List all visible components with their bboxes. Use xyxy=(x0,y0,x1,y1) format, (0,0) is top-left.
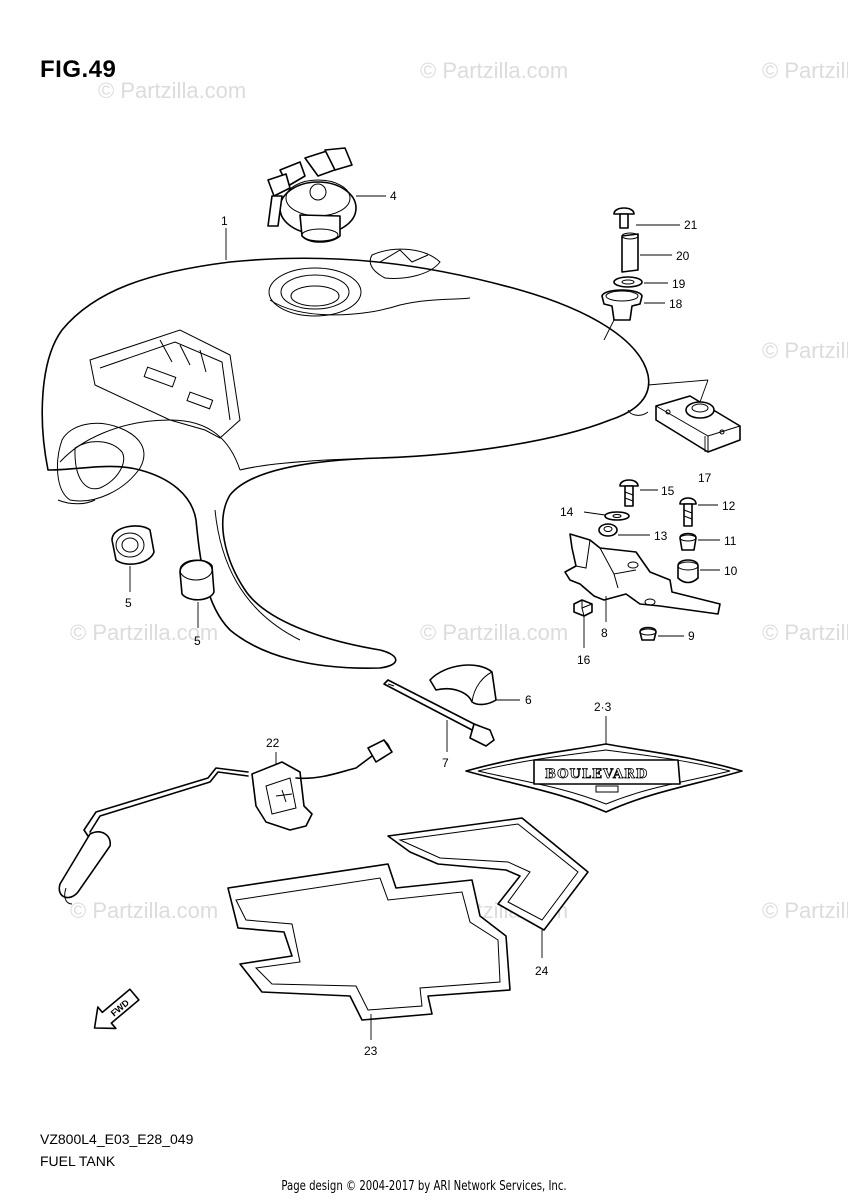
bolt-15[interactable] xyxy=(619,479,639,507)
bracket-8[interactable] xyxy=(564,533,721,615)
callout-22[interactable]: 22 xyxy=(266,736,280,750)
seal-24[interactable] xyxy=(387,817,589,931)
cushion-right[interactable] xyxy=(179,559,215,601)
callout-18[interactable]: 18 xyxy=(669,297,683,311)
figure-title: FIG.49 xyxy=(40,56,117,83)
callout-1[interactable]: 1 xyxy=(221,214,228,228)
watermark: © Partzilla.com xyxy=(762,338,848,363)
callout-24[interactable]: 24 xyxy=(535,964,549,978)
cushion-10[interactable] xyxy=(677,559,699,584)
callout-7[interactable]: 7 xyxy=(442,756,449,770)
mount-rubber-17[interactable] xyxy=(655,395,741,453)
watermark: © Partzilla.com xyxy=(762,898,848,923)
leader-line xyxy=(647,379,709,386)
model-code: VZ800L4_E03_E28_049 xyxy=(40,1131,194,1147)
insulator-pad-23[interactable] xyxy=(227,863,511,1021)
leader-line xyxy=(699,379,709,403)
fuel-cap-with-keys[interactable] xyxy=(267,147,357,243)
watermark: © Partzilla.com xyxy=(98,78,246,103)
callout-19[interactable]: 19 xyxy=(672,277,686,291)
callout-14[interactable]: 14 xyxy=(560,505,574,519)
callout-4[interactable]: 4 xyxy=(390,189,397,203)
nut-16[interactable] xyxy=(573,599,593,617)
callout-16[interactable]: 16 xyxy=(577,653,591,667)
callout-23[interactable]: 23 xyxy=(364,1044,378,1058)
washer-14[interactable] xyxy=(604,511,630,521)
cable-tie-7[interactable] xyxy=(383,679,495,747)
emblem-boulevard[interactable]: BOULEVARD xyxy=(465,743,743,813)
callout-8[interactable]: 8 xyxy=(601,626,608,640)
cushion-left[interactable] xyxy=(111,525,155,565)
cover-6[interactable] xyxy=(429,664,497,706)
forward-direction-arrow: FWD xyxy=(93,988,140,1030)
bolt-21[interactable] xyxy=(613,207,635,229)
bolt-9[interactable] xyxy=(639,626,657,641)
grommet-13[interactable] xyxy=(598,523,618,537)
callout-10[interactable]: 10 xyxy=(724,564,738,578)
collar-20[interactable] xyxy=(621,232,639,273)
leader-line xyxy=(603,319,615,341)
watermark: © Partzilla.com xyxy=(762,620,848,645)
emblem-text: BOULEVARD xyxy=(545,767,648,782)
callout-15[interactable]: 15 xyxy=(661,484,675,498)
bolt-12[interactable] xyxy=(679,497,697,527)
callout-5-right[interactable]: 5 xyxy=(194,634,201,648)
watermark: © Partzilla.com xyxy=(420,620,568,645)
watermark: © Partzilla.com xyxy=(70,620,218,645)
watermark: © Partzilla.com xyxy=(762,58,848,83)
callout-12[interactable]: 12 xyxy=(722,499,736,513)
cushion-18[interactable] xyxy=(601,289,643,321)
callout-20[interactable]: 20 xyxy=(676,249,690,263)
callout-5-left[interactable]: 5 xyxy=(125,596,132,610)
fuel-level-gauge[interactable] xyxy=(58,739,393,905)
page-footer: Page design © 2004-2017 by ARI Network S… xyxy=(281,1179,567,1194)
fuel-tank[interactable] xyxy=(41,248,650,669)
callout-11[interactable]: 11 xyxy=(724,534,737,548)
leader-line xyxy=(583,511,606,516)
callout-21[interactable]: 21 xyxy=(684,218,698,232)
watermark: © Partzilla.com xyxy=(70,898,218,923)
figure-caption: FUEL TANK xyxy=(40,1153,116,1169)
callout-17[interactable]: 17 xyxy=(698,471,712,485)
watermark: © Partzilla.com xyxy=(420,58,568,83)
collar-11[interactable] xyxy=(679,532,697,551)
callout-9[interactable]: 9 xyxy=(688,629,695,643)
callout-2-3[interactable]: 2·3 xyxy=(594,700,612,714)
callout-6[interactable]: 6 xyxy=(525,693,532,707)
washer-19[interactable] xyxy=(613,276,643,288)
callout-13[interactable]: 13 xyxy=(654,529,668,543)
